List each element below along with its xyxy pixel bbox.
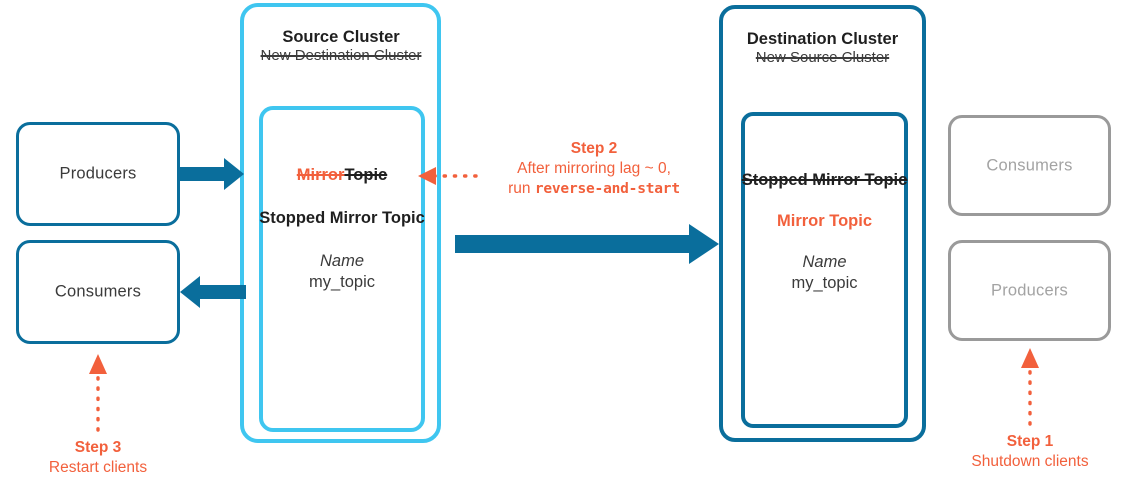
step2-dotted-arrow <box>418 167 478 185</box>
source-cluster-heading: Source Cluster New Destination Cluster <box>246 28 436 65</box>
step3-callout: Step 3 Restart clients <box>8 438 188 478</box>
destination-cluster-subtitle: New Source Cluster <box>755 49 890 67</box>
destination-topic-content: Stopped Mirror Topic Mirror Topic Name m… <box>741 170 908 293</box>
step3-title: Step 3 <box>74 439 122 456</box>
destination-topic-box <box>741 112 908 428</box>
right-consumers-label: Consumers <box>986 156 1073 174</box>
step2-command: reverse-and-start <box>534 181 680 198</box>
right-producers-box: Producers <box>948 240 1111 341</box>
destination-cluster-heading: Destination Cluster New Source Cluster <box>726 30 919 67</box>
source-cluster-subtitle: New Destination Cluster <box>260 47 422 65</box>
step2-line2: run reverse-and-start <box>480 179 708 199</box>
destination-cluster-title: Destination Cluster <box>746 30 899 48</box>
right-producers-label: Producers <box>990 281 1068 299</box>
source-to-consumers-arrow <box>180 276 246 308</box>
step2-line2-prefix: run <box>508 180 535 198</box>
step1-body: Shutdown clients <box>971 453 1089 471</box>
source-topic-struck-line: MirrorTopic <box>259 166 425 186</box>
step1-callout: Step 1 Shutdown clients <box>940 432 1120 472</box>
source-cluster-title: Source Cluster <box>282 28 400 46</box>
source-topic-struck-mirror: Mirror <box>296 166 345 184</box>
source-topic-content: MirrorTopic Stopped Mirror Topic Name my… <box>259 166 425 292</box>
step2-title: Step 2 <box>570 140 618 157</box>
step2-line1: After mirroring lag ~ 0, <box>517 160 671 178</box>
destination-topic-name-value: my_topic <box>791 274 858 293</box>
destination-topic-active-heading: Mirror Topic <box>776 212 873 231</box>
source-topic-heading: Stopped Mirror Topic <box>259 208 425 227</box>
step1-dotted-arrow <box>1021 348 1039 426</box>
left-producers-label: Producers <box>59 164 137 183</box>
destination-topic-struck-heading: Stopped Mirror Topic <box>741 171 908 189</box>
producers-to-source-arrow <box>178 158 244 190</box>
step2-callout: Step 2 After mirroring lag ~ 0, run reve… <box>480 139 708 199</box>
step1-title: Step 1 <box>1006 433 1054 450</box>
step3-body: Restart clients <box>48 459 148 477</box>
step3-dotted-arrow <box>89 354 107 432</box>
left-producers-box[interactable]: Producers <box>16 122 180 226</box>
source-topic-name-label: Name <box>319 251 364 270</box>
source-topic-name-value: my_topic <box>308 272 376 291</box>
destination-topic-name-label: Name <box>802 253 847 272</box>
left-consumers-label: Consumers <box>54 282 142 301</box>
source-cluster-box <box>240 3 441 443</box>
source-topic-box <box>259 106 425 432</box>
left-consumers-box[interactable]: Consumers <box>16 240 180 344</box>
source-to-destination-arrow <box>455 224 719 264</box>
right-consumers-box: Consumers <box>948 115 1111 216</box>
source-topic-struck-topic: Topic <box>344 166 388 184</box>
